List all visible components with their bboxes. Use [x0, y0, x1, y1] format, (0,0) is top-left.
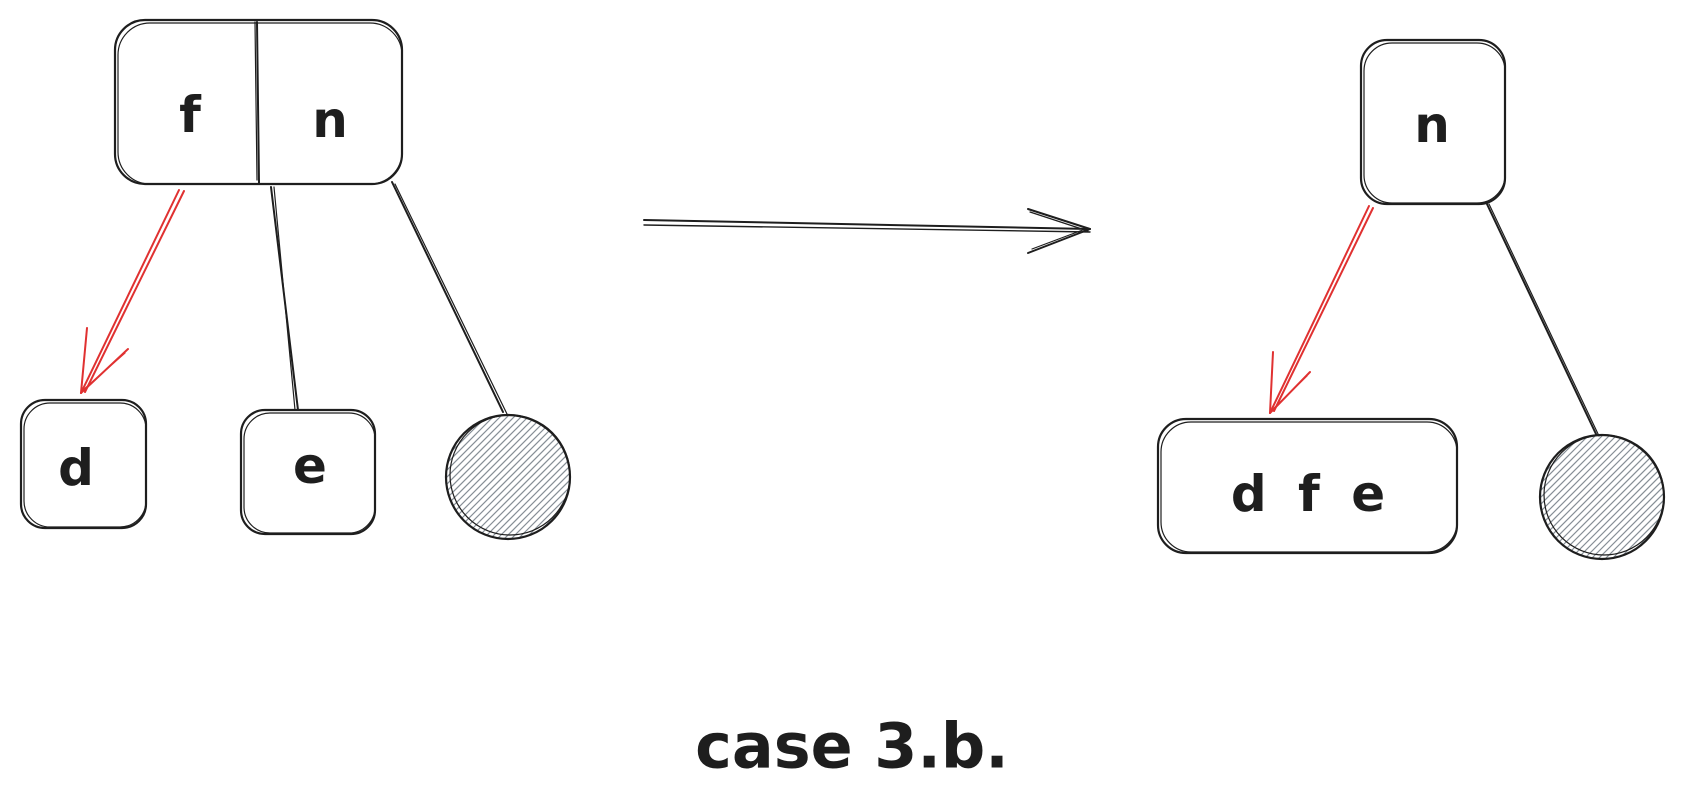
- hatch-stroke: [1618, 435, 1664, 559]
- after-merged-child-box-sketch: [1160, 421, 1458, 553]
- hatch-stroke: [468, 415, 570, 539]
- before-state: f n d e: [19, 18, 572, 541]
- after-null-circle-sketch: [1543, 434, 1665, 556]
- hatch-stroke: [1548, 435, 1664, 559]
- hatch-stroke: [1540, 435, 1611, 559]
- hatch-stroke: [446, 415, 517, 539]
- hatch-stroke: [545, 415, 570, 539]
- hatch-stroke: [1562, 435, 1664, 559]
- hatch-stroke: [446, 415, 545, 539]
- hatch-stroke: [446, 415, 496, 539]
- after-red-arrow-shaft-sketch: [1273, 207, 1374, 412]
- before-null-child: [444, 413, 572, 541]
- hatch-stroke: [482, 415, 570, 539]
- hatch-stroke: [1555, 435, 1664, 559]
- hatch-stroke: [446, 415, 531, 539]
- hatch-stroke: [475, 415, 570, 539]
- before-null-hatch: [446, 415, 570, 539]
- hatch-stroke: [517, 415, 570, 539]
- hatch-stroke: [446, 415, 559, 539]
- before-edge-to-e-sketch: [273, 186, 296, 411]
- before-parent-key-n: n: [312, 91, 348, 149]
- transition-arrow-head-bottom: [1027, 228, 1091, 254]
- before-child-e: e: [239, 408, 377, 536]
- transition-arrow-head-top-sketch: [1029, 211, 1089, 232]
- hatch-stroke: [559, 415, 570, 539]
- before-child-d-box-sketch: [23, 402, 147, 528]
- before-child-e-label: e: [293, 437, 327, 495]
- hatch-stroke: [1625, 435, 1664, 559]
- hatch-stroke: [446, 415, 524, 539]
- before-red-arrow-head-sketch: [82, 352, 126, 391]
- before-edge-to-null: [391, 181, 504, 413]
- transition-arrow-head-top: [1027, 208, 1091, 230]
- before-parent-divider-sketch: [254, 21, 258, 181]
- hatch-stroke: [566, 415, 570, 539]
- hatch-stroke: [446, 415, 489, 539]
- hatch-stroke: [1540, 435, 1625, 559]
- before-edge-to-null-sketch: [394, 183, 508, 415]
- before-parent-key-f: f: [179, 86, 202, 144]
- hatch-stroke: [1653, 435, 1664, 559]
- before-red-arrow-shaft-sketch: [84, 190, 185, 393]
- hatch-stroke: [1569, 435, 1664, 559]
- hatch-stroke: [496, 415, 570, 539]
- after-state: n d f e: [1156, 38, 1666, 561]
- before-parent-node: f n: [113, 18, 404, 186]
- transition-arrow-shaft-sketch: [643, 224, 1091, 233]
- after-red-arrow-head-left: [1269, 351, 1274, 414]
- before-parent-box-sketch: [117, 22, 403, 185]
- hatch-stroke: [1540, 435, 1597, 559]
- after-merged-child: d f e: [1156, 417, 1459, 555]
- hatch-stroke: [1540, 435, 1653, 559]
- transition-arrow-head-bottom-sketch: [1031, 227, 1089, 250]
- hatch-stroke: [1597, 435, 1664, 559]
- hatch-stroke: [489, 415, 570, 539]
- hatch-stroke: [461, 415, 570, 539]
- before-null-circle-sketch: [449, 414, 571, 536]
- after-parent-label: n: [1414, 96, 1450, 154]
- hatch-stroke: [1576, 435, 1664, 559]
- hatch-stroke: [1604, 435, 1664, 559]
- transition-arrow-shaft: [643, 219, 1091, 230]
- hatch-stroke: [510, 415, 570, 539]
- hatch-stroke: [1540, 435, 1590, 559]
- before-red-arrow: [80, 189, 185, 394]
- hatch-stroke: [503, 415, 570, 539]
- after-parent-node: n: [1359, 38, 1507, 206]
- hatch-stroke: [446, 415, 566, 539]
- hatch-stroke: [1540, 435, 1569, 559]
- after-edge-to-null-sketch: [1488, 203, 1600, 437]
- hatch-stroke: [446, 415, 503, 539]
- hatch-stroke: [1540, 435, 1618, 559]
- after-red-arrow-shaft: [1269, 205, 1370, 414]
- hatch-stroke: [446, 415, 538, 539]
- hatch-stroke: [1583, 435, 1664, 559]
- after-merged-child-label: d f e: [1231, 465, 1385, 523]
- hatch-stroke: [531, 415, 570, 539]
- hatch-stroke: [1540, 435, 1660, 559]
- transition-arrow: [643, 208, 1091, 254]
- before-child-d-label: d: [58, 439, 94, 497]
- hatch-stroke: [1540, 435, 1639, 559]
- before-red-arrow-shaft: [80, 189, 180, 394]
- hatch-stroke: [1540, 435, 1583, 559]
- hatch-stroke: [1540, 435, 1632, 559]
- hatch-stroke: [454, 415, 570, 539]
- hatch-stroke: [1611, 435, 1664, 559]
- before-child-d: d: [19, 398, 148, 530]
- after-parent-box-sketch: [1363, 42, 1506, 204]
- before-child-e-box-sketch: [243, 412, 376, 534]
- after-red-arrow: [1269, 205, 1374, 414]
- hatch-stroke: [1590, 435, 1664, 559]
- hatch-stroke: [552, 415, 570, 539]
- diagram-caption: case 3.b.: [695, 710, 1009, 783]
- hatch-stroke: [524, 415, 570, 539]
- before-red-arrow-head-left: [80, 327, 88, 394]
- after-red-arrow-head-sketch: [1271, 375, 1308, 411]
- hatch-stroke: [538, 415, 570, 539]
- after-edge-to-null: [1485, 201, 1597, 435]
- before-parent-divider: [256, 21, 260, 184]
